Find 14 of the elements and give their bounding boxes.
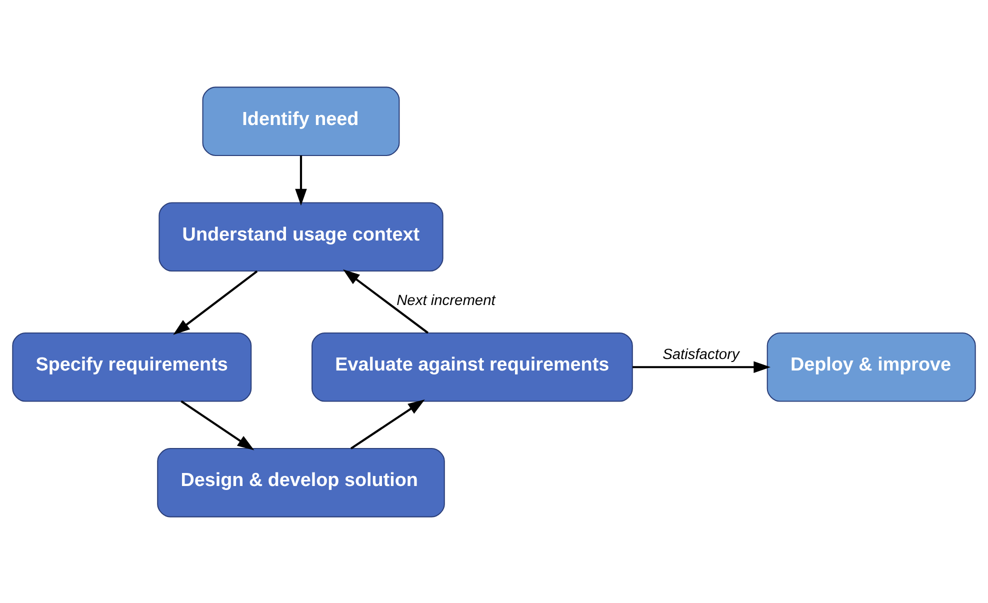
- node-box: Deploy & improve: [766, 332, 976, 402]
- node-box: Identify need: [202, 86, 400, 156]
- arrow: [632, 360, 770, 373]
- arrow: [180, 400, 254, 450]
- node-box: Design & develop solution: [157, 448, 445, 517]
- node-box: Specify requirements: [12, 332, 252, 402]
- edge-label: Satisfactory: [662, 346, 740, 362]
- arrow: [295, 155, 307, 206]
- node-box: Evaluate against requirements: [312, 332, 633, 402]
- node-box: Understand usage context: [158, 202, 444, 272]
- edge-label: Next increment: [396, 292, 496, 308]
- arrow: [350, 399, 425, 449]
- arrow: [173, 270, 258, 334]
- arrow: [342, 268, 429, 334]
